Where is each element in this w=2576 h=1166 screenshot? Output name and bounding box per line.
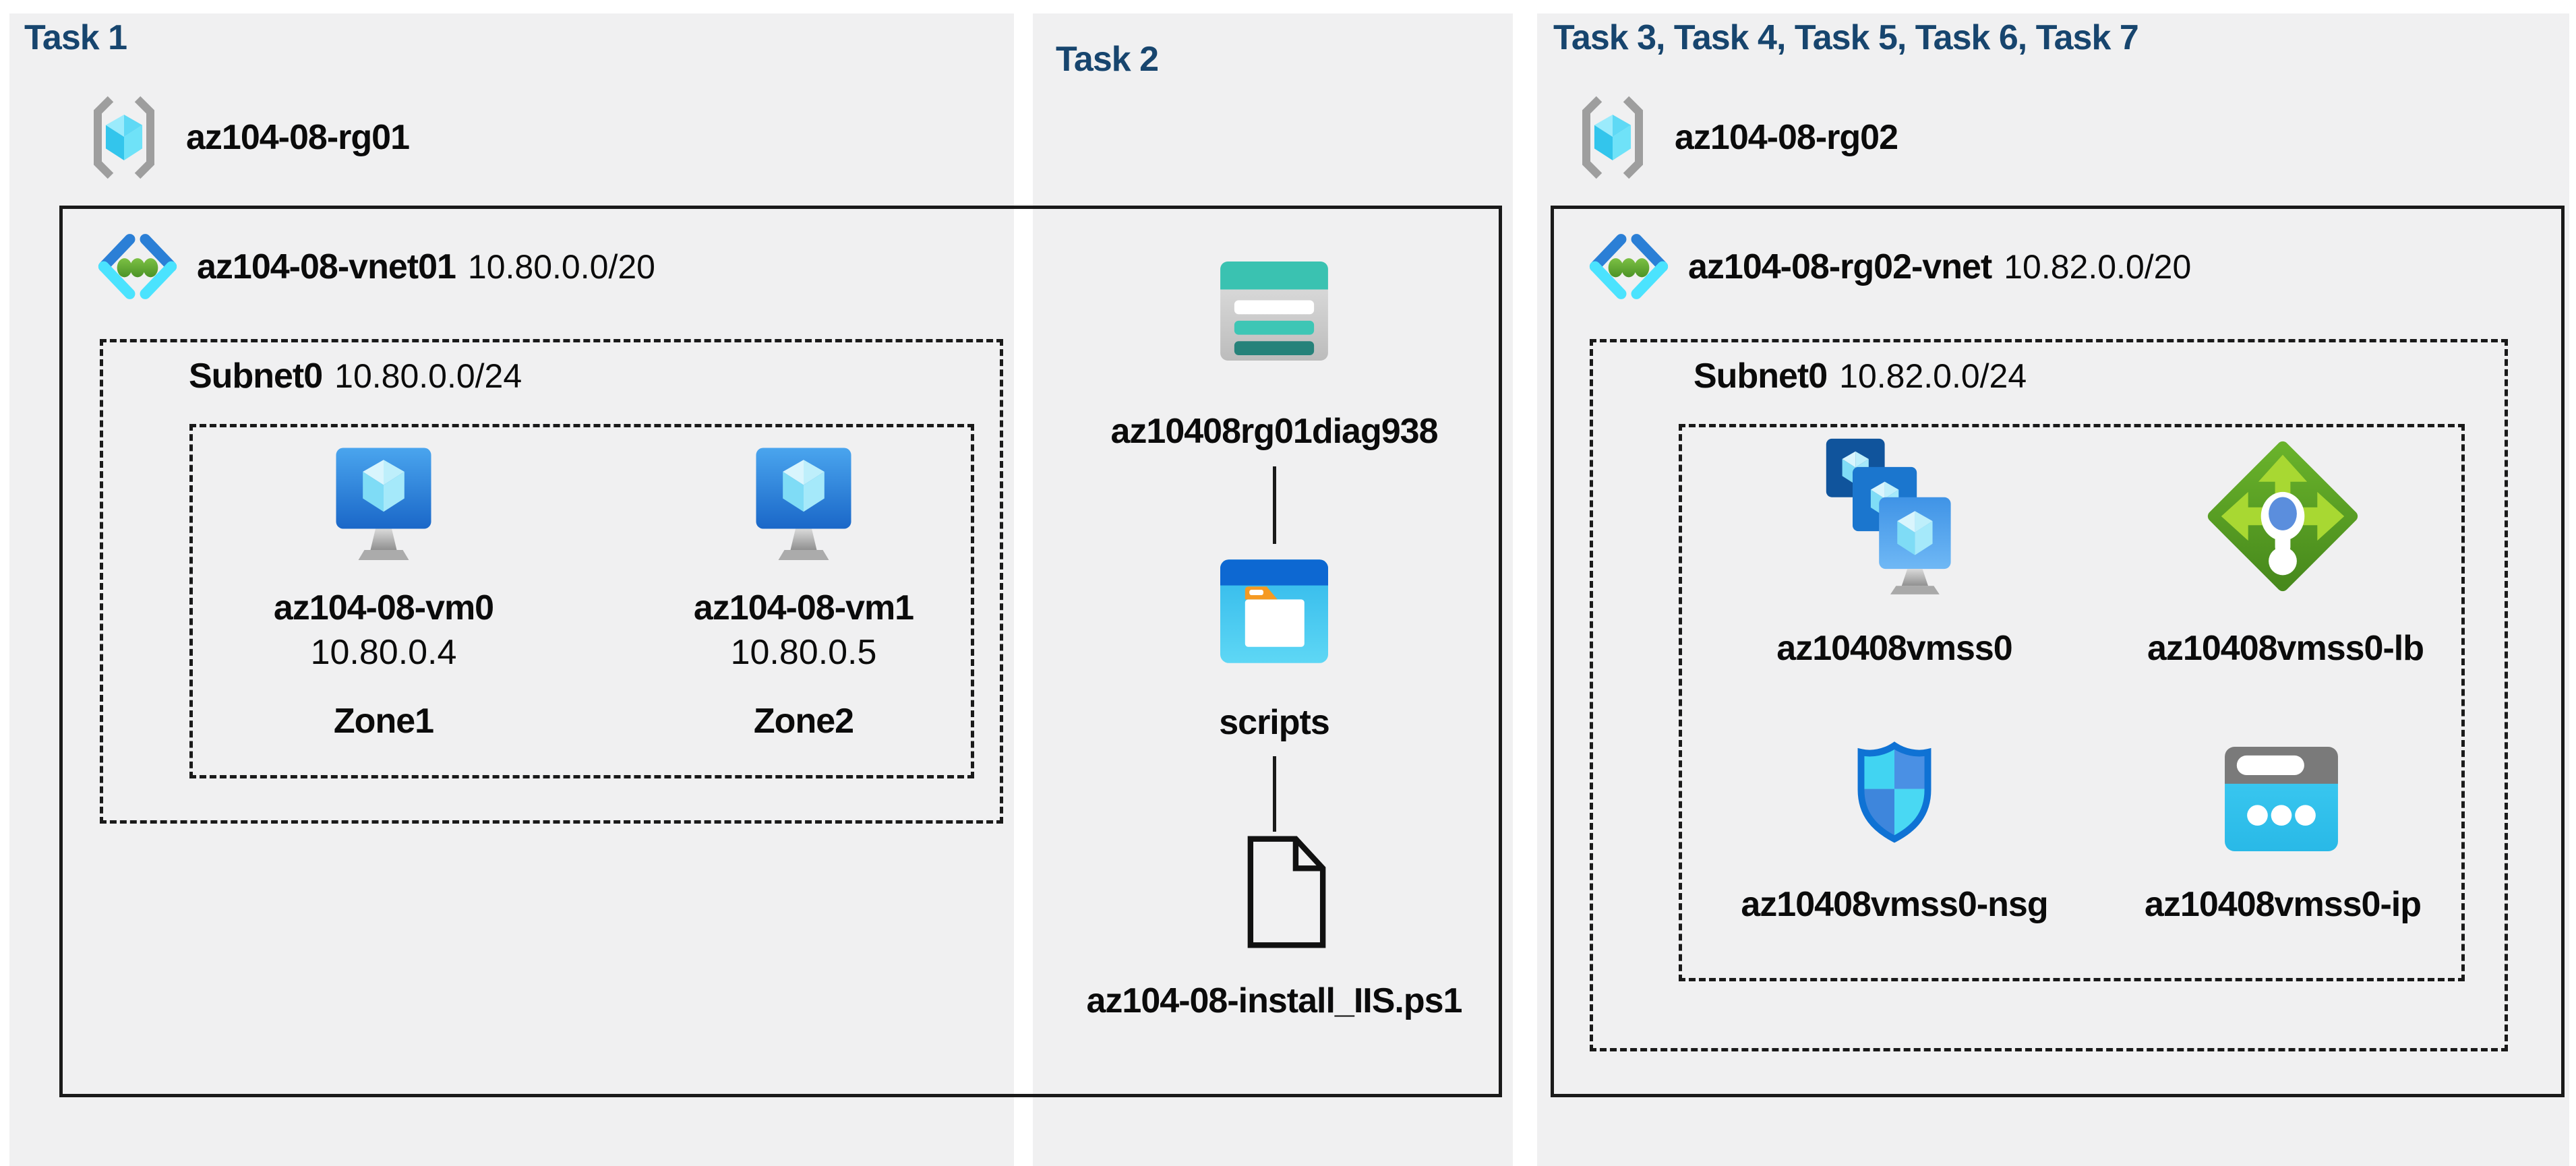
blob-container-icon [1220,559,1328,663]
vnet2-name: az104-08-rg02-vnet [1688,247,1992,286]
vm1-ip: 10.80.0.5 [730,633,877,672]
task3-title: Task 3, Task 4, Task 5, Task 6, Task 7 [1553,18,2139,57]
vm0-ip: 10.80.0.4 [310,633,457,672]
network-security-group-name: az10408vmss0-nsg [1741,885,2048,924]
vm0-name: az104-08-vm0 [273,588,494,627]
blob-container-name: scripts [1219,703,1330,742]
connector-container-file [1273,756,1276,832]
storage-account-icon [1220,262,1328,361]
virtual-machine-icon [753,445,854,568]
subnet2-name: Subnet0 [1694,357,1828,396]
task1-title: Task 1 [24,18,127,57]
resource-group-icon [1575,93,1650,182]
subnet-label: Subnet0 10.80.0.0/24 [189,350,522,402]
connector-storage-container [1273,466,1276,544]
script-file-name: az104-08-install_IIS.ps1 [1086,981,1463,1020]
vnet2-boundary [1551,206,2565,1097]
subnet2-cidr: 10.82.0.0/24 [1839,357,2027,395]
network-security-group-icon [1853,741,1936,843]
subnet2-boundary [1590,339,2508,1051]
vm1-zone: Zone2 [753,702,854,741]
vm1-name: az104-08-vm1 [693,588,914,627]
load-balancer-name: az10408vmss0-lb [2147,629,2424,668]
vnet-name: az104-08-vnet01 [197,247,456,286]
vm-scale-set-name: az10408vmss0 [1776,629,2012,668]
resource-group-name: az104-08-rg01 [186,118,410,157]
public-ip-name: az10408vmss0-ip [2145,885,2422,924]
virtual-network-icon [1584,233,1673,300]
subnet2-label: Subnet0 10.82.0.0/24 [1694,350,2027,402]
zones1-boundary [189,424,974,778]
vmss-group-boundary [1679,424,2465,981]
vnet2-label: az104-08-rg02-vnet 10.82.0.0/20 [1688,233,2191,300]
virtual-network-icon [93,233,182,300]
subnet-name: Subnet0 [189,357,323,396]
resource-group-icon [86,93,162,182]
vnet-cidr: 10.80.0.0/20 [467,247,655,286]
public-ip-icon [2225,747,2338,851]
load-balancer-icon [2206,439,2360,593]
vnet2-cidr: 10.82.0.0/20 [2004,247,2192,286]
vnet1-boundary [59,206,1502,1097]
vnet-label: az104-08-vnet01 10.80.0.0/20 [197,233,655,300]
script-file-icon [1246,834,1327,950]
vm0-zone: Zone1 [333,702,434,741]
subnet1-boundary [100,339,1003,824]
vm-scale-set-icon [1824,437,1956,599]
storage-account-name: az10408rg01diag938 [1110,412,1438,451]
subnet-cidr: 10.80.0.0/24 [334,357,522,395]
virtual-machine-icon [333,445,434,568]
resource-group2-name: az104-08-rg02 [1675,118,1898,157]
task2-title: Task 2 [1056,40,1159,79]
